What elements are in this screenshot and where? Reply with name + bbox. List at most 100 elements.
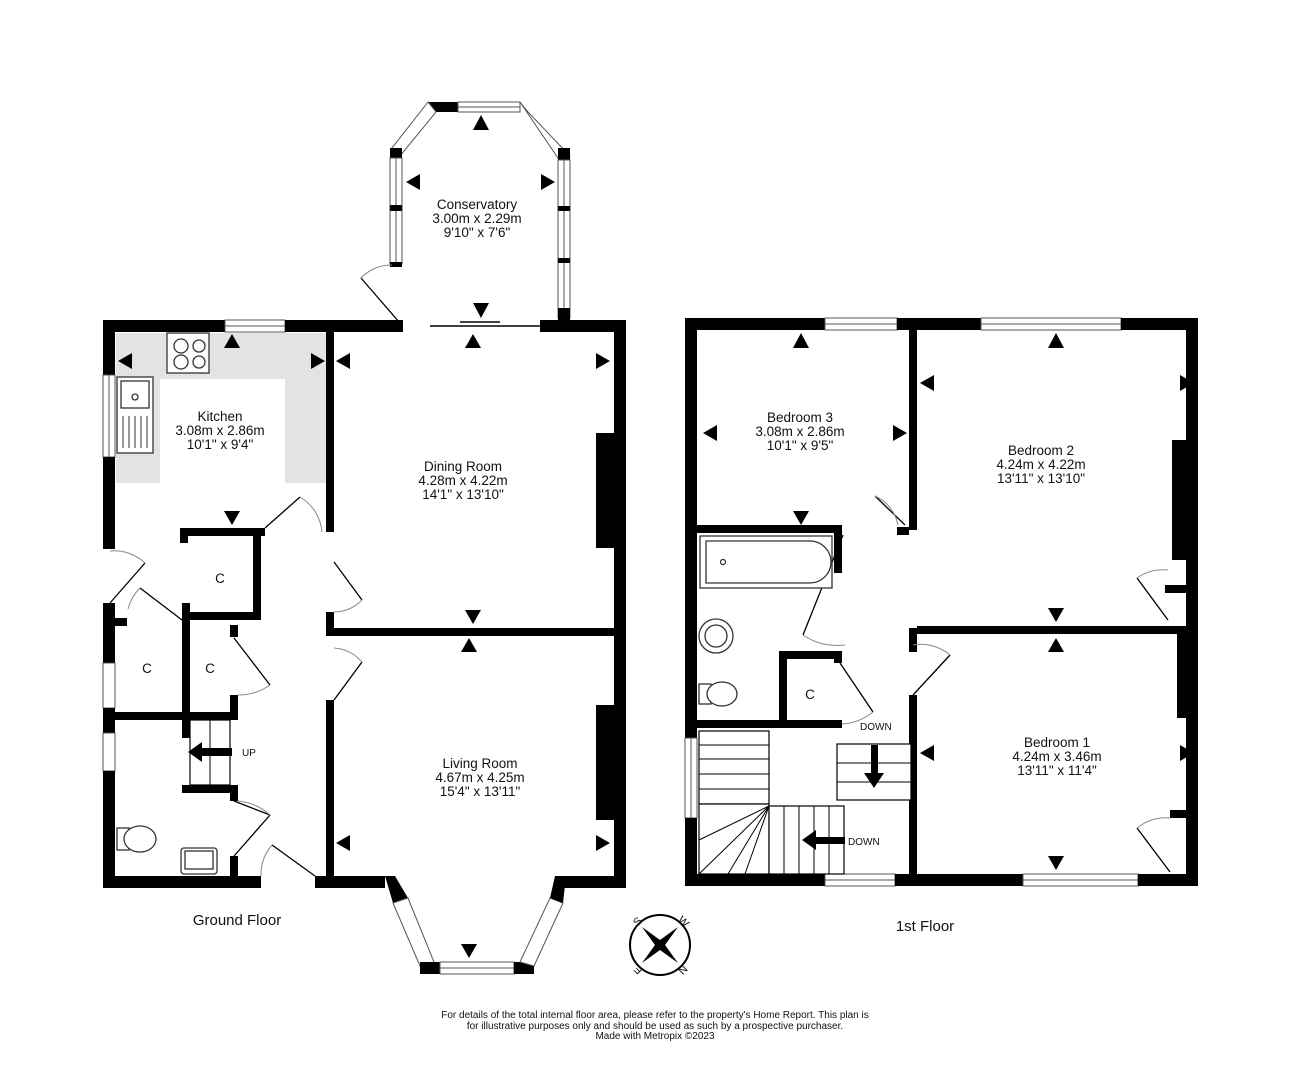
wall — [253, 528, 261, 620]
room-conservatory: Conservatory 3.00m x 2.29m 9'10" x 7'6" — [432, 197, 521, 240]
wall — [326, 612, 334, 636]
toilet-icon — [116, 825, 157, 853]
wall — [685, 318, 697, 738]
window — [102, 732, 116, 772]
door[interactable] — [912, 654, 951, 696]
room-bedroom-1: Bedroom 1 4.24m x 3.46m 13'11" x 11'4" — [1012, 735, 1101, 778]
room-living-room: Living Room 4.67m x 4.25m 15'4" x 13'11" — [435, 756, 524, 799]
disclaimer-line-2: for illustrative purposes only and shoul… — [466, 1020, 844, 1032]
wall — [103, 320, 225, 332]
door[interactable] — [333, 661, 363, 701]
wall — [103, 876, 261, 888]
room-name: Dining Room — [424, 459, 502, 474]
wall — [779, 651, 787, 726]
wall — [230, 785, 238, 801]
door[interactable] — [1136, 827, 1171, 873]
basin-icon — [698, 618, 734, 654]
wall — [103, 712, 238, 720]
wall — [103, 320, 115, 375]
room-metric: 4.24m x 3.46m — [1012, 749, 1101, 764]
wall — [103, 603, 115, 663]
room-metric: 3.08m x 2.86m — [755, 424, 844, 439]
wall — [697, 525, 842, 533]
chimney-breast — [1172, 440, 1186, 560]
window — [102, 662, 116, 709]
wall — [685, 818, 697, 886]
door[interactable] — [264, 496, 301, 529]
room-dining-room: Dining Room 4.28m x 4.22m 14'1" x 13'10" — [418, 459, 507, 502]
first-floor-plan: DOWN DOWN Bedroom 3 3.08m x 2.86m — [684, 317, 1198, 935]
stairs-down-label: DOWN — [860, 722, 892, 733]
door[interactable] — [233, 637, 271, 686]
room-name: Kitchen — [197, 409, 242, 424]
room-imperial: 10'1" x 9'4" — [187, 437, 254, 452]
wall — [230, 625, 238, 637]
wall — [182, 603, 190, 738]
stairs-down[interactable]: DOWN DOWN — [698, 722, 912, 875]
disclaimer-line-1: For details of the total internal floor … — [441, 1010, 869, 1021]
cupboard-label: C — [215, 571, 225, 586]
room-imperial: 13'11" x 11'4" — [1017, 763, 1097, 778]
first-floor-label: 1st Floor — [896, 918, 954, 935]
room-imperial: 15'4" x 13'11" — [440, 784, 521, 799]
wall — [182, 785, 238, 793]
wall — [103, 708, 115, 733]
stairs-up-label: UP — [242, 748, 256, 759]
wall — [909, 628, 917, 652]
sink-icon — [116, 376, 154, 454]
wall — [103, 457, 115, 549]
room-imperial: 9'10" x 7'6" — [444, 225, 511, 240]
bath-icon — [699, 535, 833, 589]
wall — [285, 320, 403, 332]
room-name: Living Room — [442, 756, 517, 771]
wall — [315, 876, 385, 888]
wall — [555, 876, 626, 888]
wall — [115, 618, 127, 626]
cupboard-label: C — [805, 687, 815, 702]
hob-icon — [166, 332, 210, 374]
wall — [230, 695, 238, 720]
wall — [685, 874, 825, 886]
room-imperial: 13'11" x 13'10" — [997, 471, 1085, 486]
stairs-down-label: DOWN — [848, 837, 880, 848]
wall — [230, 856, 238, 878]
kitchen-counter-right — [285, 333, 326, 483]
cupboard-label: C — [205, 661, 215, 676]
wall — [697, 720, 842, 728]
wall — [897, 318, 981, 330]
room-name: Conservatory — [437, 197, 518, 212]
compass-icon: S W E N — [629, 914, 691, 976]
wall — [1186, 318, 1198, 886]
door[interactable] — [333, 561, 363, 601]
wall — [685, 318, 825, 330]
door[interactable] — [839, 662, 874, 713]
room-name: Bedroom 3 — [767, 410, 833, 425]
bay-window — [385, 876, 566, 975]
wall — [1138, 874, 1198, 886]
door[interactable] — [233, 800, 271, 816]
wall — [895, 874, 1023, 886]
door[interactable] — [1136, 577, 1169, 621]
dimension-arrows — [118, 115, 610, 958]
stairs-up[interactable]: UP — [188, 719, 256, 786]
room-metric: 4.28m x 4.22m — [418, 473, 507, 488]
wall — [1165, 585, 1186, 593]
basin-icon — [180, 847, 218, 875]
wall — [917, 626, 1187, 634]
wall — [180, 528, 265, 536]
ground-floor-plan: UP — [102, 101, 626, 975]
disclaimer-line-3: Made with Metropix ©2023 — [595, 1031, 715, 1042]
chimney-breast — [1177, 632, 1186, 718]
wall — [834, 651, 842, 663]
front-door[interactable] — [271, 844, 316, 877]
wall — [1121, 318, 1198, 330]
wall — [540, 320, 626, 332]
wall — [326, 332, 334, 532]
door[interactable] — [139, 587, 183, 621]
wall — [1170, 810, 1186, 818]
wall — [103, 771, 115, 887]
door[interactable] — [109, 562, 146, 604]
room-bedroom-3: Bedroom 3 3.08m x 2.86m 10'1" x 9'5" — [755, 410, 844, 453]
chimney-breast — [596, 705, 614, 820]
room-metric: 3.08m x 2.86m — [175, 423, 264, 438]
